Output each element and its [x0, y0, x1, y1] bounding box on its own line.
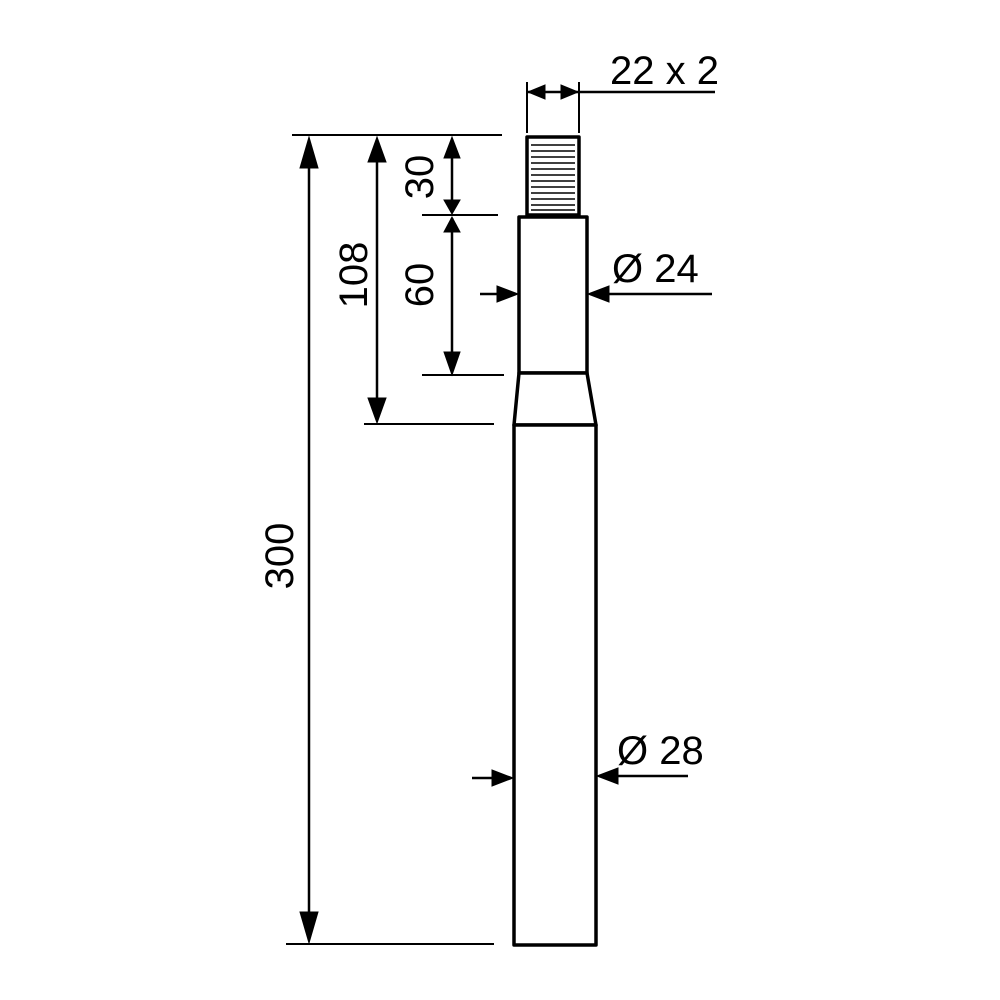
dimension-neck-diameter: Ø 24: [480, 247, 712, 303]
shoulder-length-label: 108: [332, 242, 376, 309]
shaft-diameter-label: Ø 28: [617, 729, 704, 773]
threaded-tip: [525, 135, 581, 217]
dimension-shaft-diameter: Ø 28: [472, 729, 704, 787]
dimension-thread: 22 x 2: [526, 49, 719, 100]
thread-hatching: [531, 144, 575, 211]
thread-length-label: 30: [398, 155, 442, 200]
extension-lines: [286, 82, 580, 945]
neck-diameter-label: Ø 24: [612, 247, 699, 291]
thread-label: 22 x 2: [610, 49, 719, 93]
neck-section: [517, 215, 589, 375]
dimension-shoulder-length: 108: [332, 135, 387, 425]
dimension-neck-length: 60: [398, 215, 461, 377]
dimension-thread-length: 30: [398, 135, 461, 216]
main-shaft: [512, 423, 598, 947]
taper-section: [512, 371, 598, 427]
total-length-label: 300: [258, 523, 302, 590]
shaft-part: [512, 135, 598, 947]
dimension-total-length: 300: [258, 135, 319, 945]
neck-length-label: 60: [398, 263, 442, 308]
